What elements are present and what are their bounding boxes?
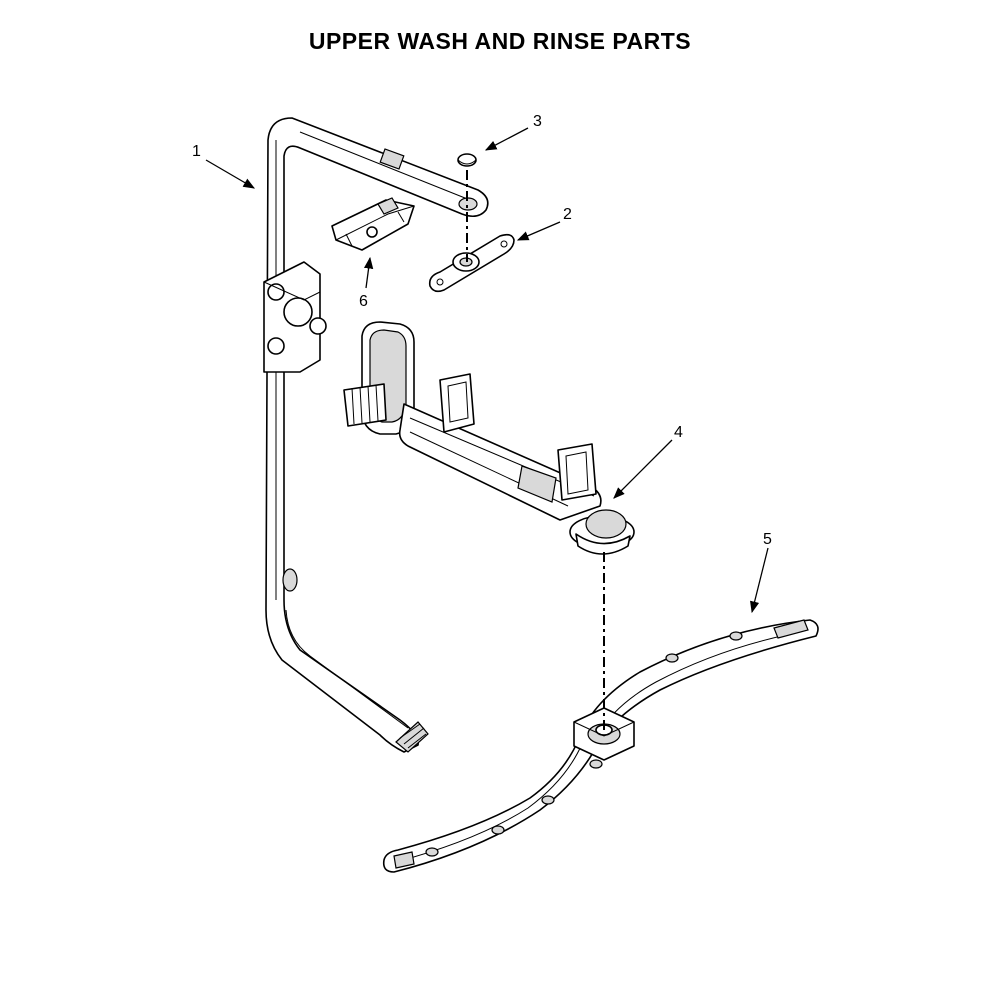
leader-3 [484, 127, 529, 151]
part-6-clip[interactable] [331, 197, 415, 251]
part-1-supply-tube[interactable] [263, 117, 489, 753]
part-4-manifold[interactable] [343, 321, 635, 555]
callout-5[interactable]: 5 [763, 531, 772, 548]
callout-6[interactable]: 6 [359, 293, 368, 310]
callout-4[interactable]: 4 [674, 424, 683, 441]
callout-2[interactable]: 2 [563, 206, 572, 223]
diagram-title: UPPER WASH AND RINSE PARTS [308, 28, 692, 54]
leader-6 [363, 256, 374, 289]
callout-3[interactable]: 3 [533, 113, 542, 130]
leader-1 [205, 159, 256, 189]
leader-2 [516, 221, 561, 241]
leader-4 [613, 439, 673, 499]
part-2-bearing-plate[interactable] [428, 233, 515, 293]
part-5-spray-arm[interactable] [382, 619, 819, 873]
callout-1[interactable]: 1 [192, 143, 201, 160]
part-3-cap[interactable] [457, 153, 477, 167]
leader-5 [750, 547, 769, 614]
